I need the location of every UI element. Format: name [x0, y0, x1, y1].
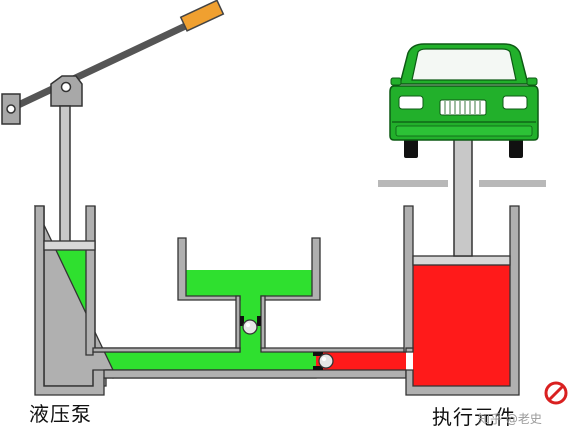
- no-entry-icon: [544, 381, 568, 405]
- fixed-pivot-bracket: [1, 93, 21, 125]
- lift-platform: [378, 180, 546, 187]
- pump-label: 液压泵: [29, 402, 92, 426]
- lever-bar: [8, 17, 200, 112]
- actuator-label: 执行元件: [432, 405, 516, 429]
- reservoir-check-valve: [240, 316, 261, 335]
- pump-piston-rod: [59, 105, 71, 243]
- reservoir-drain-wall-right: [260, 295, 266, 349]
- pump-lever-assembly: [1, 0, 225, 243]
- pipe-fluid-low: [113, 352, 316, 370]
- car-icon: [389, 43, 539, 158]
- pump-piston: [43, 240, 96, 251]
- actuator-bottom-wall: [405, 205, 520, 396]
- ball-valve-icon: [318, 353, 334, 369]
- piston-joint-bracket: [50, 75, 83, 107]
- reservoir-drain-wall-left: [235, 295, 241, 349]
- actuator-left-wall: [403, 205, 414, 353]
- fluid: [44, 250, 510, 386]
- ball-valve-icon: [242, 319, 258, 335]
- lever-handle-grip: [179, 0, 225, 32]
- actuator-rod: [453, 134, 473, 257]
- watermark: 知乎 @老史: [478, 412, 542, 426]
- pipe-fluid-high: [316, 352, 406, 370]
- actuator-fluid: [413, 265, 510, 386]
- walls: [33, 205, 520, 396]
- pipe-bottom-wall: [103, 369, 407, 379]
- pipe-top-wall-right: [260, 347, 414, 353]
- reservoir-fluid: [186, 270, 312, 296]
- pump-cylinder-trim: [43, 206, 96, 387]
- actuator-piston: [412, 255, 511, 266]
- outlet-check-valve: [313, 352, 334, 370]
